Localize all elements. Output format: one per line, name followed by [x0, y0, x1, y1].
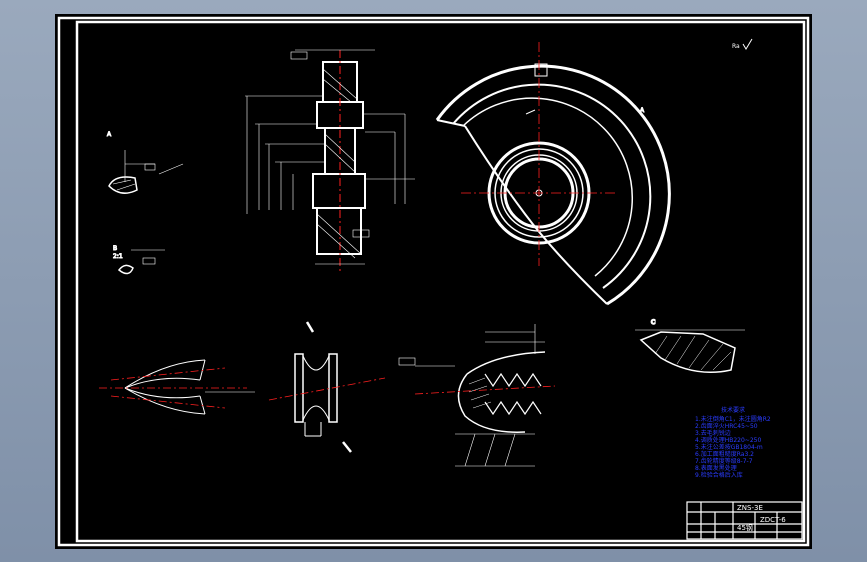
detail-b-label: B	[113, 245, 117, 252]
drawing-material: 45钢	[737, 523, 753, 532]
notes-line: 6.加工面粗糙度Ra3.2	[695, 450, 754, 458]
notes-line: 5.未注公差按GB1804-m	[695, 443, 763, 451]
tooth-profile-view	[99, 359, 255, 415]
gear-centerlines	[461, 42, 615, 266]
cad-drawing: Ra A	[57, 16, 810, 547]
outer-frame	[57, 16, 810, 547]
cad-viewport[interactable]: Ra A	[55, 14, 812, 549]
notes-line: 8.表面发黑处理	[695, 464, 737, 472]
worm-section-view	[398, 324, 556, 467]
technical-notes: 技术要求 1.未注倒角C1，未注圆角R2 2.齿面淬火HRC45~50 3.去毛…	[695, 406, 771, 479]
hob-view	[268, 321, 386, 453]
title-block	[686, 501, 803, 540]
detail-b-ratio: 2:1	[113, 253, 123, 260]
roughness-symbol: Ra	[732, 38, 753, 50]
detail-view-a: A	[107, 131, 184, 194]
notes-line: 4.调质处理HB220~250	[695, 436, 761, 444]
svg-text:A: A	[640, 107, 645, 114]
inner-frame	[75, 20, 806, 543]
drawing-name: ZDCT-6	[760, 516, 786, 524]
detail-view-b: B 2:1	[113, 245, 165, 275]
gear-section-view	[245, 49, 415, 274]
gear-front-view: A	[435, 63, 671, 306]
notes-line: 1.未注倒角C1，未注圆角R2	[695, 415, 771, 423]
notes-line: 7.齿轮精度等级8-7-7	[695, 457, 753, 465]
hatched-detail-view: C	[635, 318, 745, 373]
drawing-number: ZNS-3E	[737, 504, 763, 512]
notes-line: 3.去毛刺锐边	[695, 429, 731, 437]
notes-line: 2.齿面淬火HRC45~50	[695, 422, 758, 430]
roughness-label: Ra	[732, 43, 740, 50]
svg-text:C: C	[651, 319, 655, 326]
notes-heading: 技术要求	[721, 406, 745, 414]
detail-a-label: A	[107, 131, 112, 138]
notes-line: 9.检验合格后入库	[695, 471, 743, 479]
